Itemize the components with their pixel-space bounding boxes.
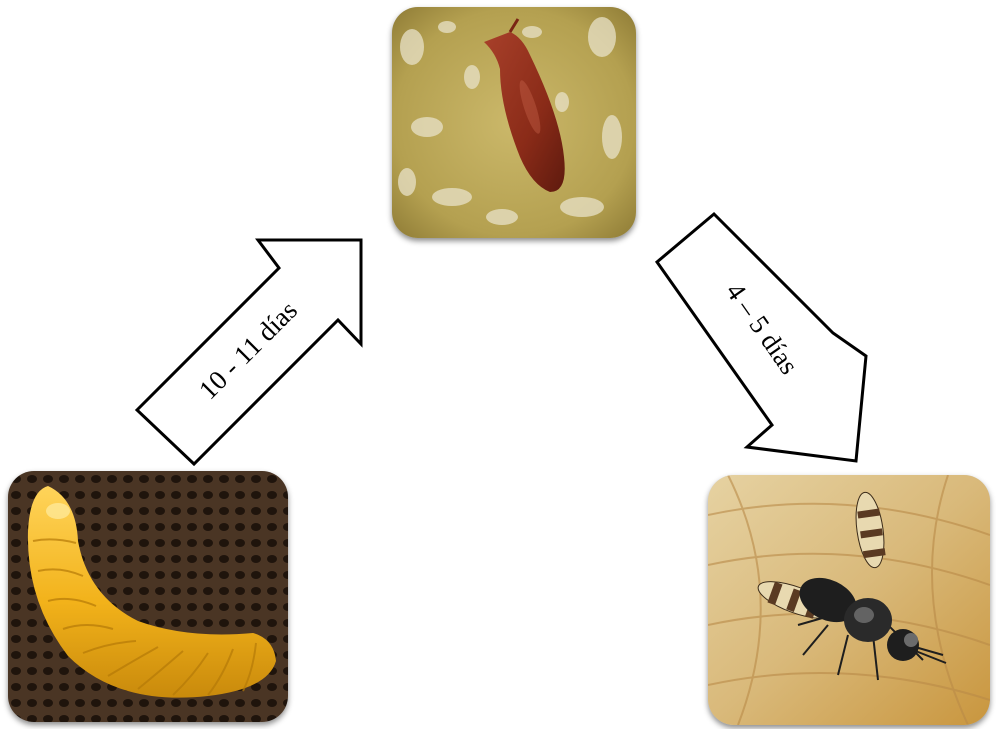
adult-fly-photo bbox=[708, 475, 990, 725]
fly-icon bbox=[708, 475, 990, 725]
pupa-icon bbox=[392, 7, 636, 238]
label-pupa-to-adult: 4 – 5 días bbox=[720, 277, 804, 380]
arrow-pupa-to-adult-shape bbox=[657, 214, 866, 461]
label-larva-to-pupa: 10 - 11 días bbox=[193, 295, 303, 405]
larva-icon bbox=[8, 471, 288, 722]
pupa-photo bbox=[392, 7, 636, 238]
larva-photo bbox=[8, 471, 288, 722]
arrow-larva-to-pupa-shape bbox=[137, 240, 361, 464]
